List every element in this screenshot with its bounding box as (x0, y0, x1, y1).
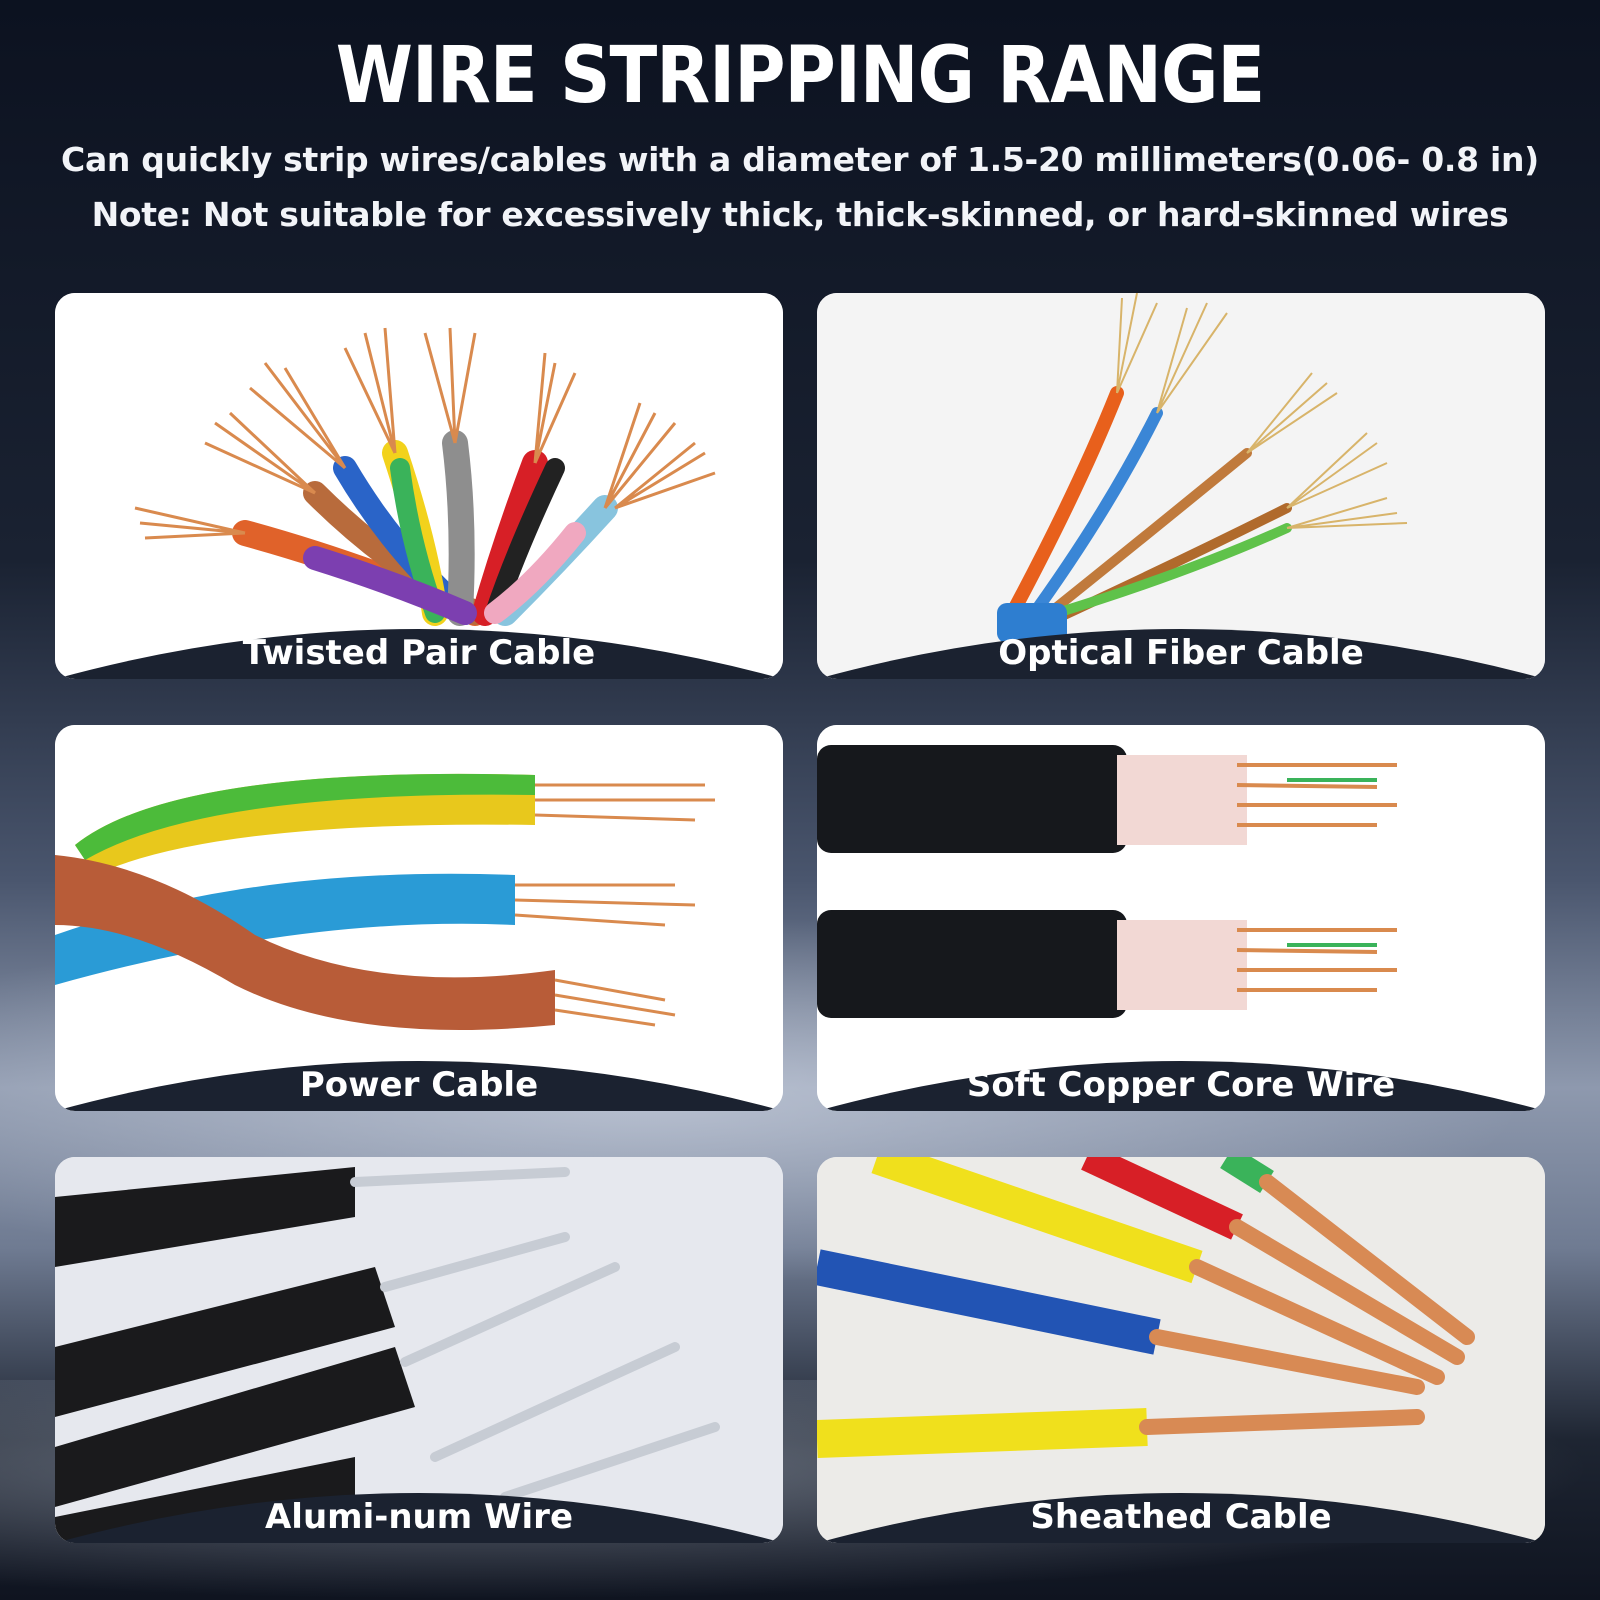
card-sheathed-cable: Sheathed Cable (817, 1157, 1545, 1543)
card-power-cable: Power Cable (55, 725, 783, 1111)
card-label: Soft Copper Core Wire (966, 1065, 1396, 1105)
label-band (55, 1061, 783, 1111)
card-label: Sheathed Cable (1030, 1497, 1332, 1537)
card-aluminum-wire: Alumi-num Wire (55, 1157, 783, 1543)
label-band (55, 1493, 783, 1543)
subtitle-range: Can quickly strip wires/cables with a di… (61, 140, 1539, 179)
page-title: WIRE STRIPPING RANGE (335, 29, 1265, 121)
label-band (817, 629, 1545, 679)
card-label: Alumi-num Wire (264, 1497, 574, 1537)
label-band (817, 1061, 1545, 1111)
soft-copper-core-wire-photo (817, 725, 1545, 1111)
sheathed-cable-photo (817, 1157, 1545, 1543)
card-label: Power Cable (299, 1065, 539, 1105)
subtitle-note: Note: Not suitable for excessively thick… (91, 195, 1509, 234)
label-band (55, 629, 783, 679)
power-cable-photo (55, 725, 783, 1111)
card-soft-copper-core-wire: Soft Copper Core Wire (817, 725, 1545, 1111)
label-band (817, 1493, 1545, 1543)
aluminum-wire-photo (55, 1157, 783, 1543)
card-optical-fiber-cable: Optical Fiber Cable (817, 293, 1545, 679)
card-label: Optical Fiber Cable (998, 633, 1364, 673)
twisted-pair-cable-photo (55, 293, 783, 679)
card-label: Twisted Pair Cable (242, 633, 596, 673)
optical-fiber-cable-photo (817, 293, 1545, 679)
card-twisted-pair-cable: Twisted Pair Cable (55, 293, 783, 679)
